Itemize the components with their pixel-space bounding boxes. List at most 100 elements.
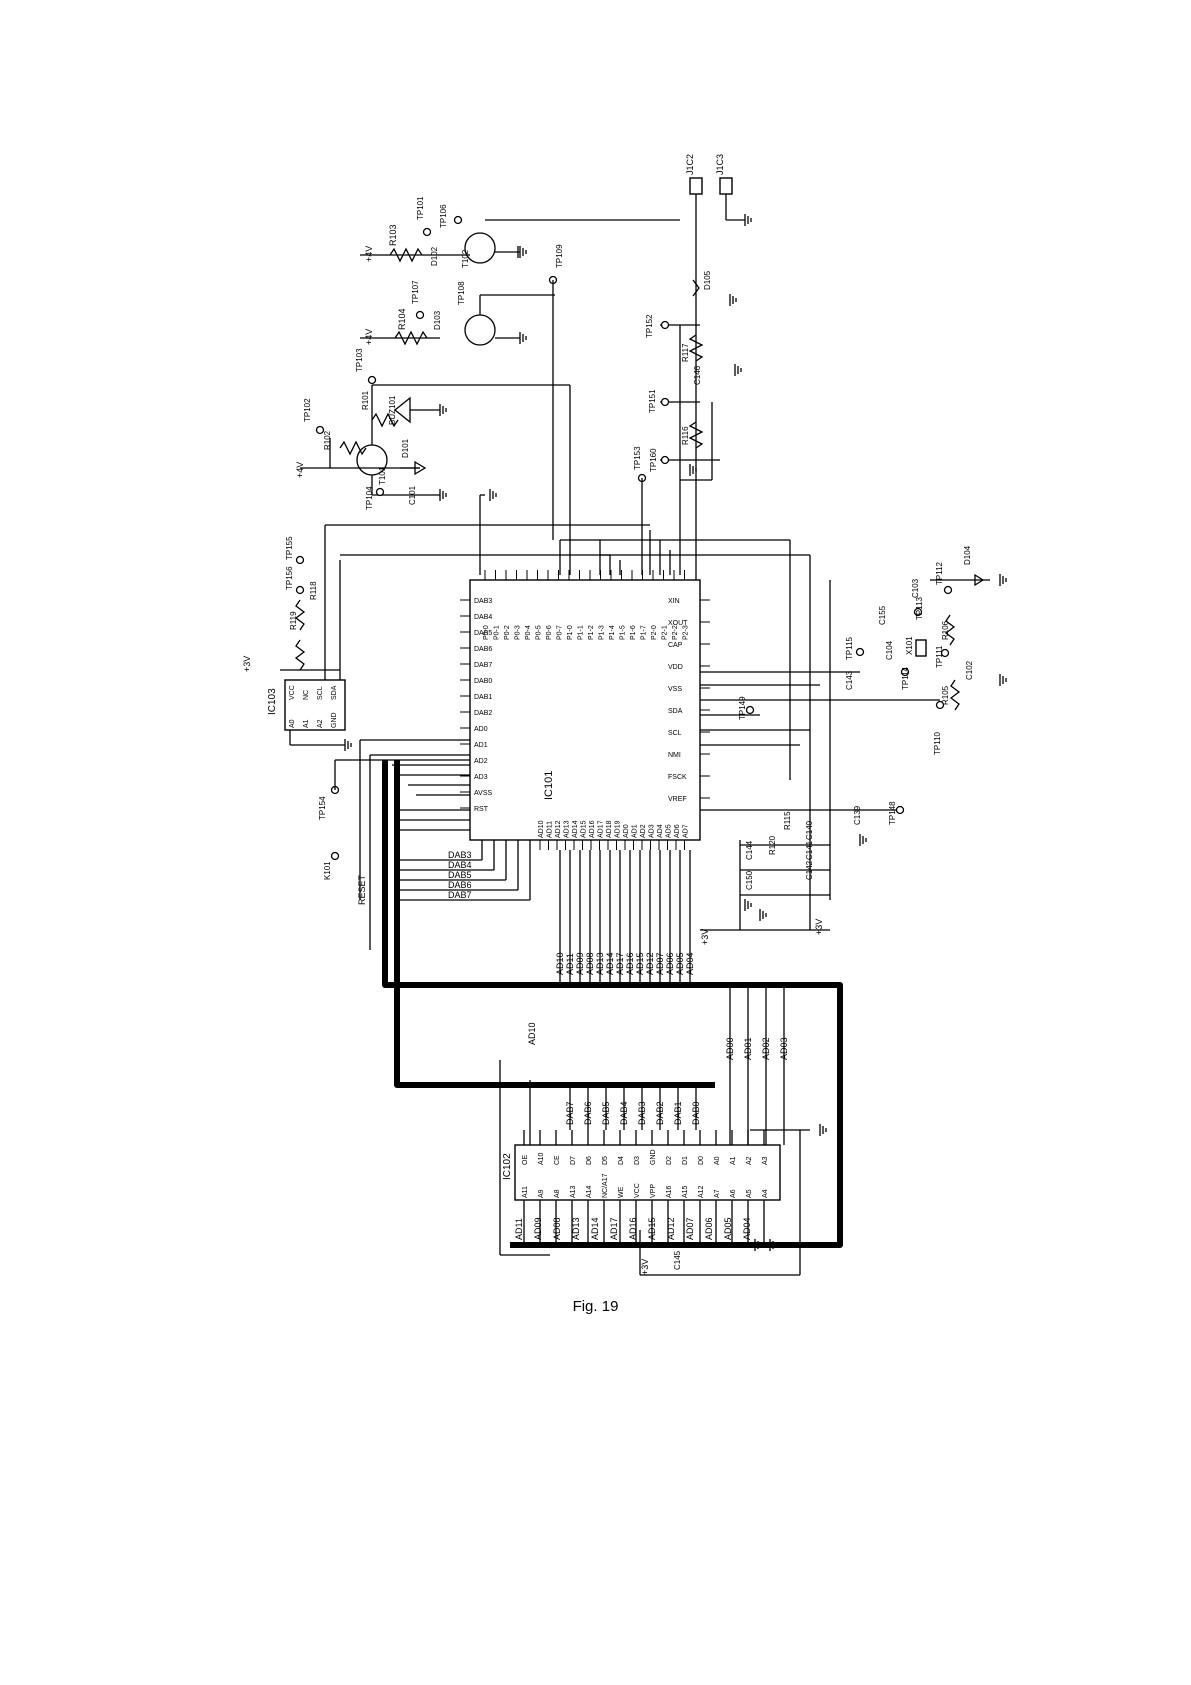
label-vcc-mid: +4V [364,329,374,345]
ic102-pin-left: WE [618,1186,625,1198]
ic102-pin-right: D1 [682,1156,689,1165]
ic101-pin-right: VREF [668,796,687,803]
ic102-bus-left-label: AD08 [552,1217,562,1240]
label-t102: T102 [461,249,470,268]
label-tp154: TP154 [318,796,327,820]
label-c150: C150 [745,870,754,890]
ic101-pin-right: NMI [668,752,681,759]
ic102-bus-left-label: AD14 [590,1217,600,1240]
label-c139: C139 [853,805,862,825]
ic102-pin-left: A14 [586,1185,593,1198]
ic102-pin-left: A9 [538,1189,545,1198]
label-j1c2: J1C2 [685,154,695,175]
test-point-tp107 [415,310,425,320]
label-c155: C155 [878,605,887,625]
ic102-bus-wires: C145 +3V AD10 [499,1022,810,1276]
ic102-pin-left: VPP [650,1184,657,1198]
label-x101: X101 [905,636,914,655]
ic101-pin-bottom: AD3 [649,824,656,838]
transistor-circuit-t103: R103 +4V TP101 D102 TP106 T102 [360,196,680,268]
label-c143: C143 [845,670,854,690]
label-tp104: TP104 [365,486,374,510]
test-point-tp149 [745,705,755,715]
ic102-pin-right: A3 [762,1156,769,1165]
label-d104: D104 [963,545,972,565]
label-tp101: TP101 [416,196,425,220]
label-tp156: TP156 [285,566,294,590]
ic102-pin-left: A13 [570,1185,577,1198]
label-c146: C146 [693,365,702,385]
ic101-pin-top: P1-7 [641,625,648,640]
ic102-ref-label: IC102 [502,1153,513,1180]
ic101-pin-top: P2-0 [651,625,658,640]
dab-label-4: DAB4 [448,860,472,870]
label-r103: R103 [388,224,398,246]
address-bus-right-label: AD00 [725,1037,735,1060]
address-bus-label: AD04 [685,952,695,975]
test-point-tp111 [940,648,950,658]
test-point-tp152 [660,320,670,330]
ic101-pin-bottom: AD5 [666,824,673,838]
label-tp106: TP106 [439,204,448,228]
label-c141: C141 [805,840,814,860]
ic101-pin-bottom: AD0 [623,824,630,838]
ic101-pin-right: XIN [668,598,680,605]
ic102-pin-left: A8 [554,1189,561,1198]
ic101-pin-top: P0-2 [504,625,511,640]
address-bus-label: AD16 [625,952,635,975]
dab-label-7: DAB7 [448,890,472,900]
label-r118: R118 [309,581,318,600]
label-r106: R106 [941,620,950,640]
address-bus-label: AD15 [635,952,645,975]
ic101-pin-bottom: AD4 [657,824,664,838]
right-top-rc-network: TP152 R117 C146 TP151 R116 TP160 TP153 [633,314,720,575]
ic102-pin-left: A11 [522,1186,529,1198]
test-point-tp104 [375,487,385,497]
ic102-pin-right: D3 [634,1156,641,1165]
ic102-bus-right-label: DAB4 [619,1101,629,1125]
ic102-bus-left-label: AD12 [666,1217,676,1240]
label-tp114: TP114 [901,666,910,690]
label-d101: D101 [401,438,410,458]
label-tp160: TP160 [649,448,658,472]
ic102-pin-right: A2 [746,1156,753,1165]
buzzer-icon [393,396,411,424]
transistor-circuit-t101b: R104 +4V TP107 D103 TP108 TP109 [360,244,564,540]
ic102-pin-right: D0 [698,1156,705,1165]
ic101-pin-right: CAP [668,642,683,649]
ic101-pin-top: P0-5 [536,625,543,640]
label-j1c3: J1C3 [715,154,725,175]
label-vcc-buz: +4V [295,462,305,478]
ic101-pin-bottom: AD14 [572,820,579,838]
test-point-tp114 [900,667,910,677]
address-bus-label: AD06 [665,952,675,975]
label-c140: C140 [805,820,814,840]
ic101-pin-top: P1-1 [578,625,585,640]
label-d105: D105 [703,270,712,290]
ic101-pin-left: DAB6 [474,646,492,653]
ic102-bus-right-label: DAB0 [691,1101,701,1125]
label-tp153: TP153 [633,446,642,470]
test-point-tp160 [660,455,670,465]
ic101-pin-top: P2-2 [672,625,679,640]
thick-data-bus [382,760,843,1248]
label-tp110: TP110 [933,731,942,755]
label-t101: T101 [378,466,387,485]
ic102-bus-left-label: AD05 [723,1217,733,1240]
label-tp113: TP113 [915,596,924,620]
ic101-ref-label: IC101 [543,771,555,800]
ic101-right-wires: TP115 C143 C104 C155 TP114 X101 TP113 C1… [560,539,990,945]
ic101-left-wires: TP154 K101 RESET [318,739,470,950]
dab-label-3: DAB3 [448,850,472,860]
ic101-pin-bottom: AD17 [598,820,605,838]
label-tp107: TP107 [411,280,420,304]
label-k101: K101 [323,861,332,880]
ic103-pin-gnd: GND [331,712,338,728]
ic101-pin-top: P0-3 [515,625,522,640]
